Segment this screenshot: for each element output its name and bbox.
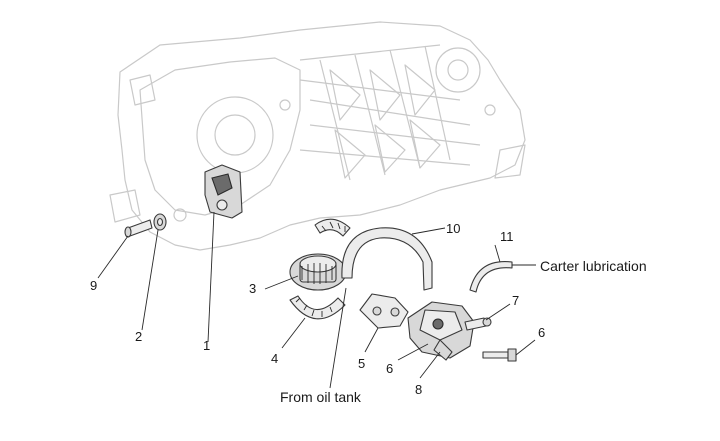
- callout-1: 1: [203, 338, 210, 353]
- part-6-bolt: [482, 348, 517, 362]
- part-10-chain: [341, 227, 433, 291]
- callout-7: 7: [512, 293, 519, 308]
- callout-9: 9: [90, 278, 97, 293]
- part-5-gasket: [359, 293, 409, 329]
- callout-11: 11: [500, 229, 514, 244]
- leader-9: [97, 235, 129, 279]
- callout-2: 2: [135, 329, 142, 344]
- leader-10: [411, 227, 446, 235]
- callout-6-right: 6: [538, 325, 545, 340]
- part-1-cover: [204, 164, 243, 219]
- leader-6b: [515, 339, 536, 356]
- leader-7: [485, 303, 511, 321]
- caption-carter-lubrication: Carter lubrication: [540, 258, 647, 274]
- callout-labels: 1 2 3 4 5 6 6 7 8 9 10 11: [90, 221, 545, 397]
- leader-1: [207, 211, 215, 343]
- leader-6a: [397, 343, 429, 361]
- caption-from-oil-tank: From oil tank: [280, 389, 362, 405]
- part-4-chain: [289, 295, 346, 320]
- callout-10: 10: [446, 221, 460, 236]
- leader-8: [419, 351, 441, 379]
- chain-upper: [314, 218, 351, 237]
- leader-oil-tank: [329, 287, 347, 389]
- part-2-washer: [153, 213, 167, 231]
- part-7-screw: [464, 317, 492, 331]
- callout-8: 8: [415, 382, 422, 397]
- part-11-hose: [469, 261, 513, 293]
- callout-3: 3: [249, 281, 256, 296]
- callout-4: 4: [271, 351, 278, 366]
- oil-pump-body: [407, 301, 475, 361]
- part-3-gear: [289, 253, 347, 291]
- leader-5: [364, 327, 379, 353]
- part-9-bolt: [124, 219, 153, 238]
- callout-6-left: 6: [386, 361, 393, 376]
- leader-lines: [97, 211, 536, 389]
- leader-4: [281, 317, 306, 349]
- crankcase-ghost: [109, 21, 526, 251]
- callout-5: 5: [358, 356, 365, 371]
- leader-11: [494, 244, 501, 263]
- leader-3: [264, 275, 299, 290]
- leader-2: [141, 229, 159, 331]
